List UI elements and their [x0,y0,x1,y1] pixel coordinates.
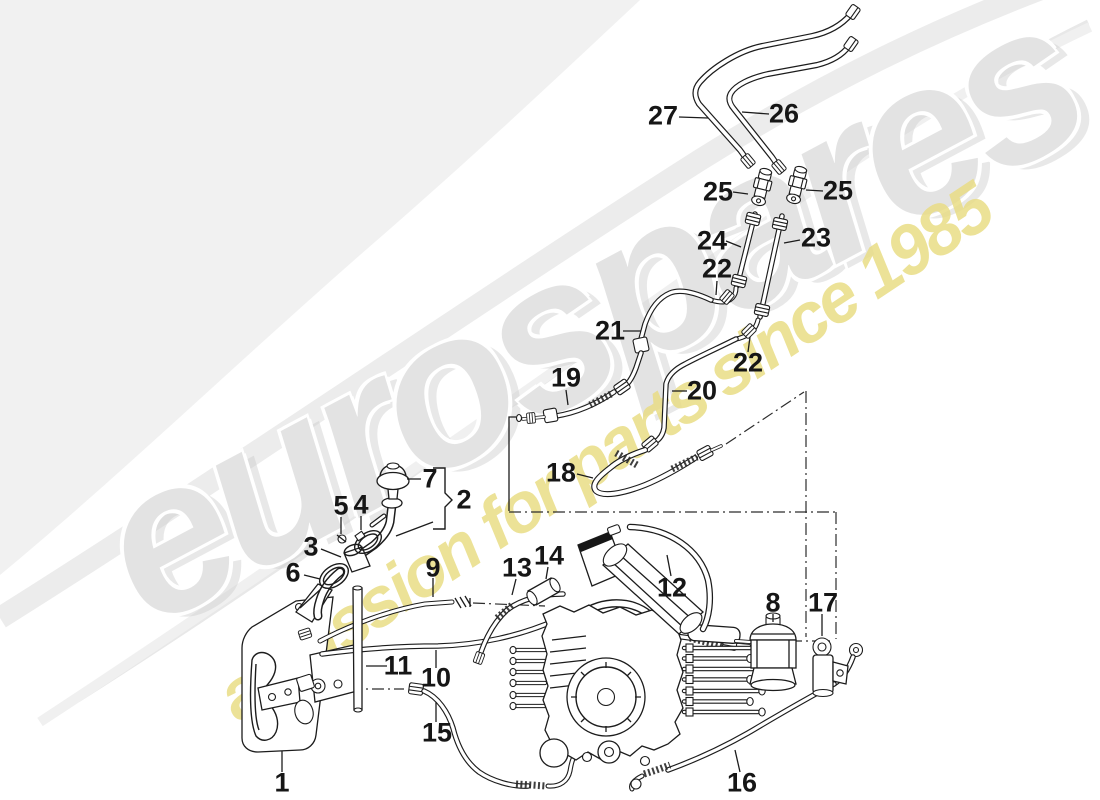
callout-18[interactable]: 18 [545,457,577,488]
callout-14[interactable]: 14 [533,540,565,571]
callout-12[interactable]: 12 [656,572,688,603]
metal-pipe-26 [726,35,860,176]
callout-21[interactable]: 21 [594,315,626,346]
filler-neck-assembly [313,462,410,621]
projection-lines [350,391,837,690]
callout-23[interactable]: 23 [800,222,832,253]
callout-20[interactable]: 20 [686,375,718,406]
callout-4[interactable]: 4 [353,489,369,520]
callout-24[interactable]: 24 [696,225,728,256]
union-17 [812,637,849,698]
engine-block [510,599,765,768]
pipe-21-hose-19 [515,288,714,425]
pipe-20-hose-18 [591,336,739,498]
callout-10[interactable]: 10 [420,662,452,693]
oil-pipe-9 [317,595,472,644]
callout-25-left[interactable]: 25 [702,176,734,207]
callout-19[interactable]: 19 [550,362,582,393]
elbow-22-upper [708,285,739,306]
callout-8[interactable]: 8 [765,587,781,618]
callout-2[interactable]: 2 [456,484,472,515]
callout-25-right[interactable]: 25 [822,175,854,206]
check-valve-25-left [748,166,776,208]
elbow-22-lower [733,317,761,342]
callout-5[interactable]: 5 [333,490,349,521]
metal-pipe-27 [692,3,862,170]
oil-tank [241,583,362,753]
callout-15[interactable]: 15 [421,717,453,748]
hose-24 [730,211,762,289]
oil-hose-15 [407,682,582,790]
callout-7[interactable]: 7 [422,463,438,494]
breather-and-cooler [577,523,714,635]
callout-9[interactable]: 9 [425,552,441,583]
callout-13[interactable]: 13 [501,552,533,583]
callout-22-upper[interactable]: 22 [701,253,733,284]
callout-22-lower[interactable]: 22 [732,347,764,378]
callout-6[interactable]: 6 [285,557,301,588]
callout-3[interactable]: 3 [303,531,319,562]
dipstick-tube-11 [352,585,363,713]
callout-26[interactable]: 26 [768,98,800,129]
callout-17[interactable]: 17 [807,587,839,618]
callout-27[interactable]: 27 [647,100,679,131]
callout-16[interactable]: 16 [726,767,758,798]
hose-23 [753,213,789,320]
leader-lines [281,111,824,773]
callout-11[interactable]: 11 [383,650,413,681]
check-valve-25-right [783,164,811,206]
hose-13-fitting-14 [472,577,566,666]
callout-1[interactable]: 1 [274,767,290,798]
